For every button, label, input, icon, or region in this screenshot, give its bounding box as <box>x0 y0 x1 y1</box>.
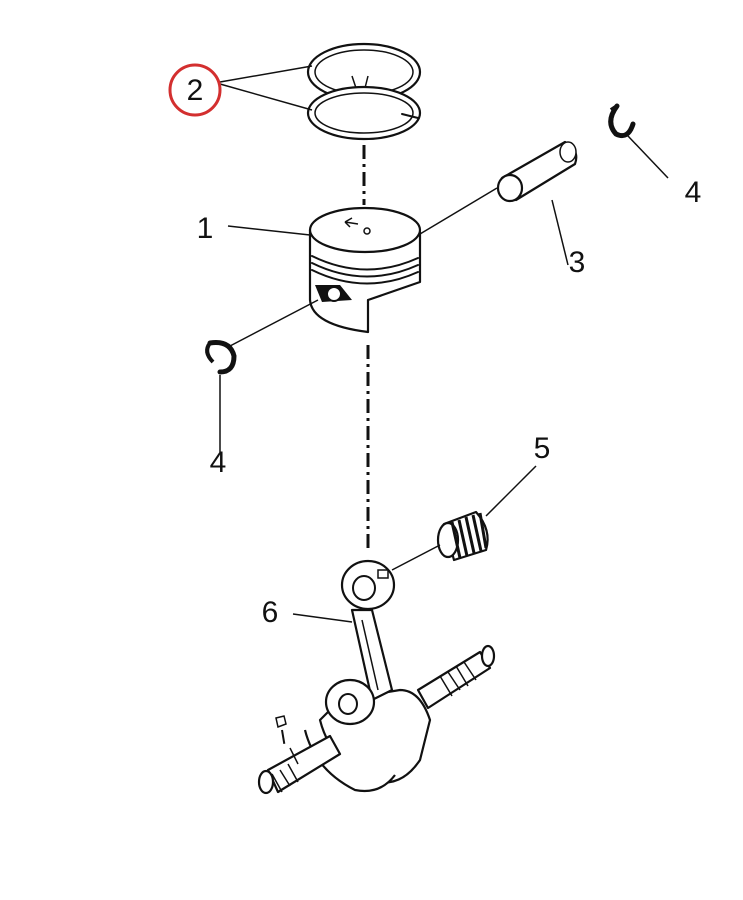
circlip-right <box>608 103 636 139</box>
highlight-circle <box>168 63 222 117</box>
circlip-left <box>205 340 237 375</box>
callout-2: 2 <box>187 74 204 107</box>
piston-rings <box>306 42 422 141</box>
callout-3: 3 <box>569 246 586 279</box>
callout-4-right: 4 <box>685 176 702 209</box>
crankshaft-assembly <box>257 559 496 795</box>
needle-bearing <box>436 510 489 562</box>
callout-1: 1 <box>197 212 214 245</box>
piston <box>308 206 422 334</box>
piston-pin <box>496 140 578 203</box>
callout-4-left: 4 <box>210 446 227 479</box>
callout-5: 5 <box>534 432 551 465</box>
callout-6: 6 <box>262 596 279 629</box>
